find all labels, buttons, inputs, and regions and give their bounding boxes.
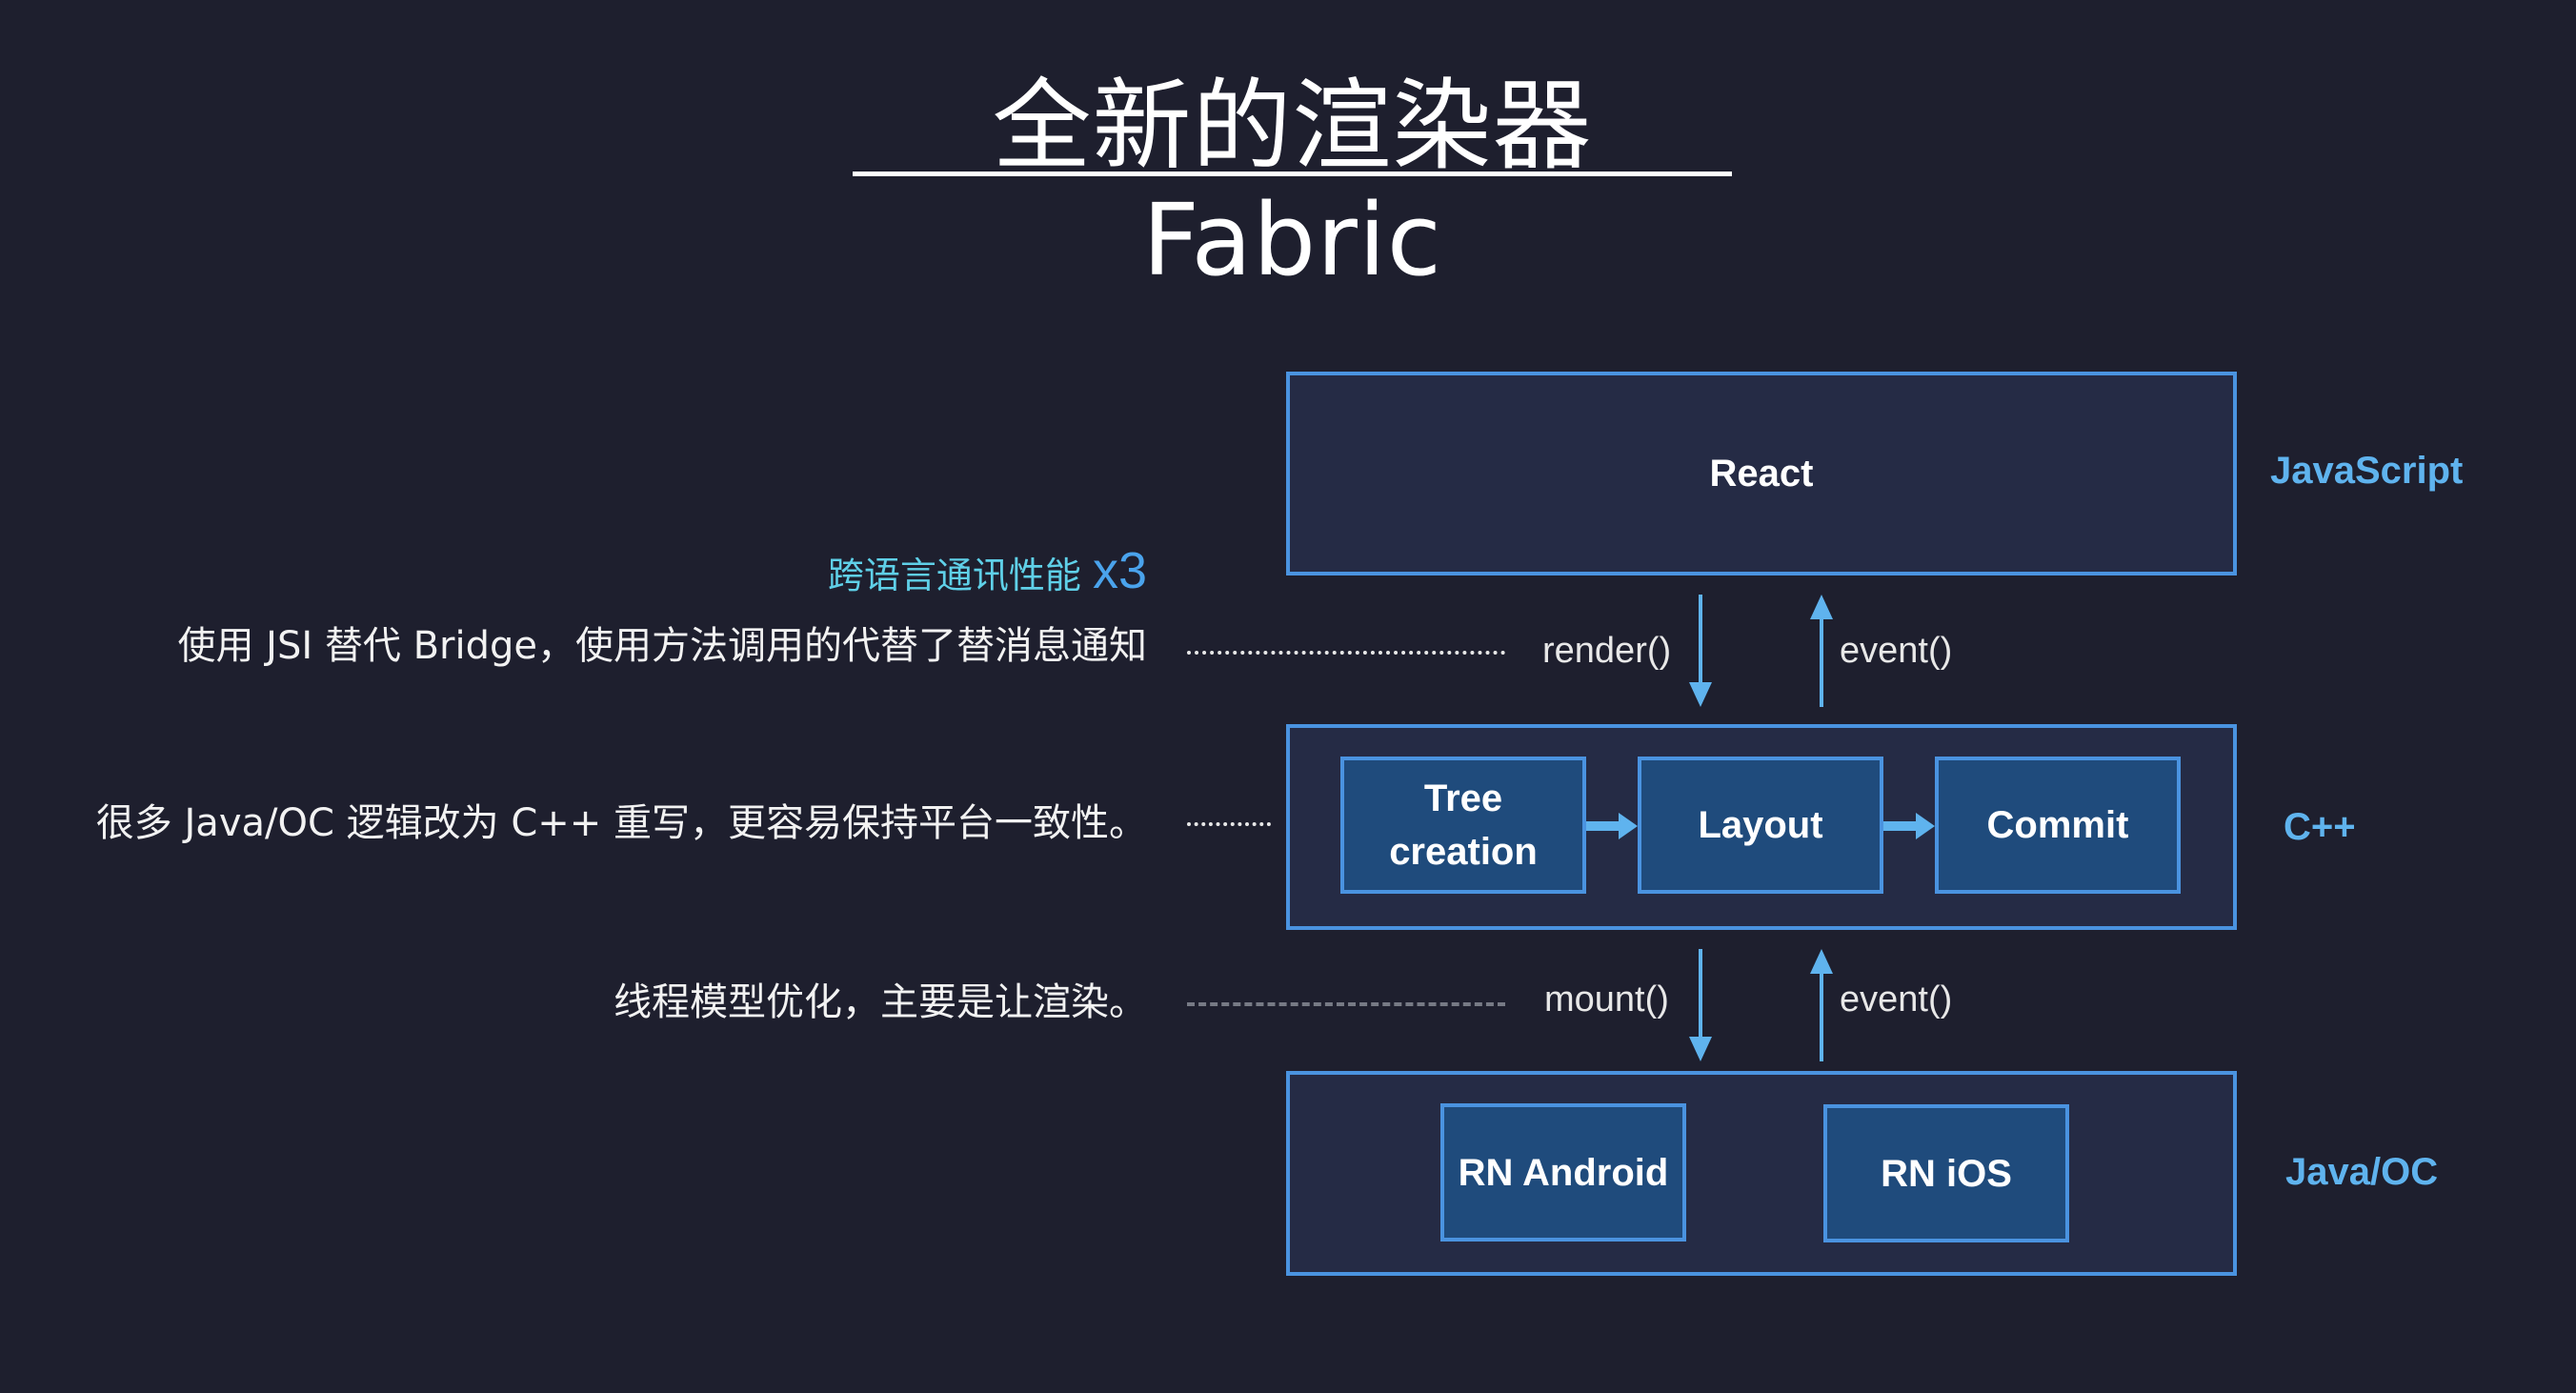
thread-note: 线程模型优化，主要是让渲染。 (614, 980, 1147, 1024)
react-label: React (1709, 452, 1814, 495)
event-call-label-top: event() (1840, 631, 1953, 671)
rn-ios-label: RN iOS (1881, 1152, 2012, 1195)
cpp-note-connector (1187, 822, 1271, 826)
event-arrow-up-icon (1810, 595, 1833, 707)
mount-arrow-down-icon (1689, 949, 1712, 1061)
jsi-note: 使用 JSI 替代 Bridge，使用方法调用的代替了替消息通知 (177, 624, 1147, 668)
rn-android-label: RN Android (1458, 1151, 1669, 1194)
render-call-label: render() (1542, 631, 1672, 671)
performance-annotation: 跨语言通讯性能 x3 (828, 541, 1147, 600)
event-arrow-up-icon (1810, 949, 1833, 1061)
slide-title: 全新的渲染器 Fabric (992, 68, 1593, 298)
arrow-right-icon (1883, 813, 1935, 839)
jsi-note-connector (1187, 651, 1505, 655)
layout-label: Layout (1698, 804, 1823, 846)
layout-step: Layout (1638, 757, 1883, 894)
commit-label: Commit (1986, 804, 2129, 846)
native-layer-label: Java/OC (2285, 1151, 2439, 1193)
tree-creation-step: Tree creation (1340, 757, 1586, 894)
cpp-layer-label: C++ (2284, 806, 2356, 848)
arrow-right-icon (1586, 813, 1638, 839)
rn-ios-box: RN iOS (1823, 1104, 2069, 1242)
performance-multiplier: x3 (1092, 542, 1147, 599)
commit-step: Commit (1935, 757, 2181, 894)
title-underline (853, 172, 1732, 176)
javascript-layer-label: JavaScript (2270, 450, 2464, 492)
event-call-label-bottom: event() (1840, 979, 1953, 1020)
tree-creation-label: Tree creation (1389, 777, 1538, 873)
performance-label: 跨语言通讯性能 (827, 555, 1081, 596)
react-layer-box: React (1286, 372, 2237, 575)
cpp-note: 很多 Java/OC 逻辑改为 C++ 重写，更容易保持平台一致性。 (95, 801, 1147, 845)
rn-android-box: RN Android (1440, 1103, 1686, 1242)
thread-note-connector (1187, 1002, 1505, 1006)
render-arrow-down-icon (1689, 595, 1712, 707)
mount-call-label: mount() (1544, 979, 1669, 1020)
native-layer-box (1286, 1071, 2237, 1276)
